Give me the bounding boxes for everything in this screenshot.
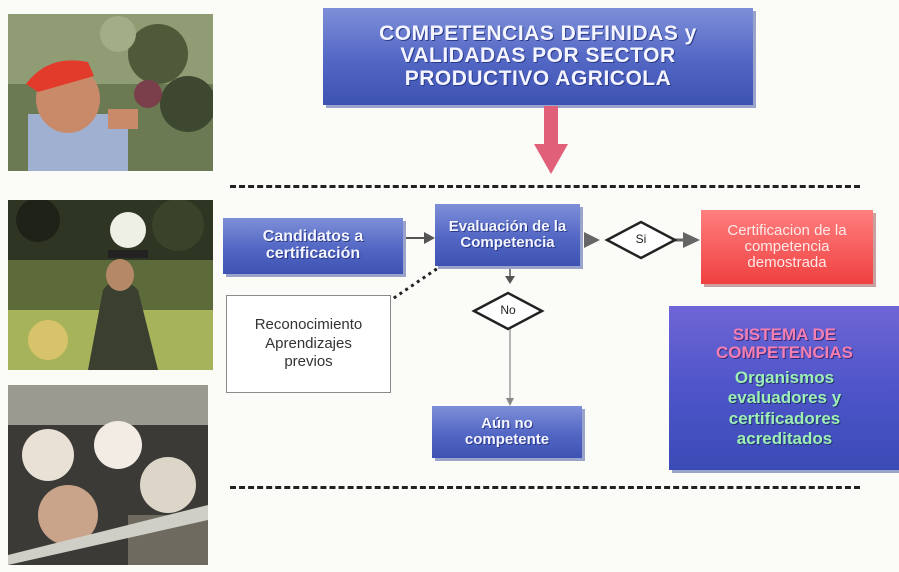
title-box: COMPETENCIAS DEFINIDAS y VALIDADAS POR S…	[323, 8, 753, 105]
packing-line-photo	[8, 385, 208, 565]
reconocimiento-label: Reconocimiento Aprendizajes previos	[254, 315, 363, 371]
candidatos-label: Candidatos a certificación	[262, 228, 364, 262]
worker-red-cap-photo	[8, 14, 213, 171]
down-arrow-shaft	[544, 106, 558, 144]
top-dashed-separator	[230, 185, 860, 188]
sistema-heading: SISTEMA DE COMPETENCIAS	[716, 325, 853, 363]
aun-no-competente-label: Aún no competente	[464, 415, 550, 448]
grape-harvest-photo	[8, 200, 213, 370]
aun-no-competente-box: Aún no competente	[432, 406, 582, 458]
certificacion-box: Certificacion de la competencia demostra…	[701, 210, 873, 284]
evaluacion-box: Evaluación de la Competencia	[435, 204, 580, 266]
diagram-title: COMPETENCIAS DEFINIDAS y VALIDADAS POR S…	[379, 22, 697, 90]
certificacion-label: Certificacion de la competencia demostra…	[727, 222, 847, 271]
reconocimiento-box: Reconocimiento Aprendizajes previos	[226, 295, 391, 393]
candidatos-box: Candidatos a certificación	[223, 218, 403, 274]
sistema-box: SISTEMA DE COMPETENCIAS Organismos evalu…	[669, 306, 899, 470]
si-label: Si	[635, 232, 647, 246]
sistema-body: Organismos evaluadores y certificadores …	[727, 368, 842, 449]
bottom-dashed-separator	[230, 486, 860, 489]
evaluacion-label: Evaluación de la Competencia	[448, 218, 567, 251]
no-label: No	[500, 303, 516, 317]
down-arrow-head-icon	[534, 144, 568, 174]
